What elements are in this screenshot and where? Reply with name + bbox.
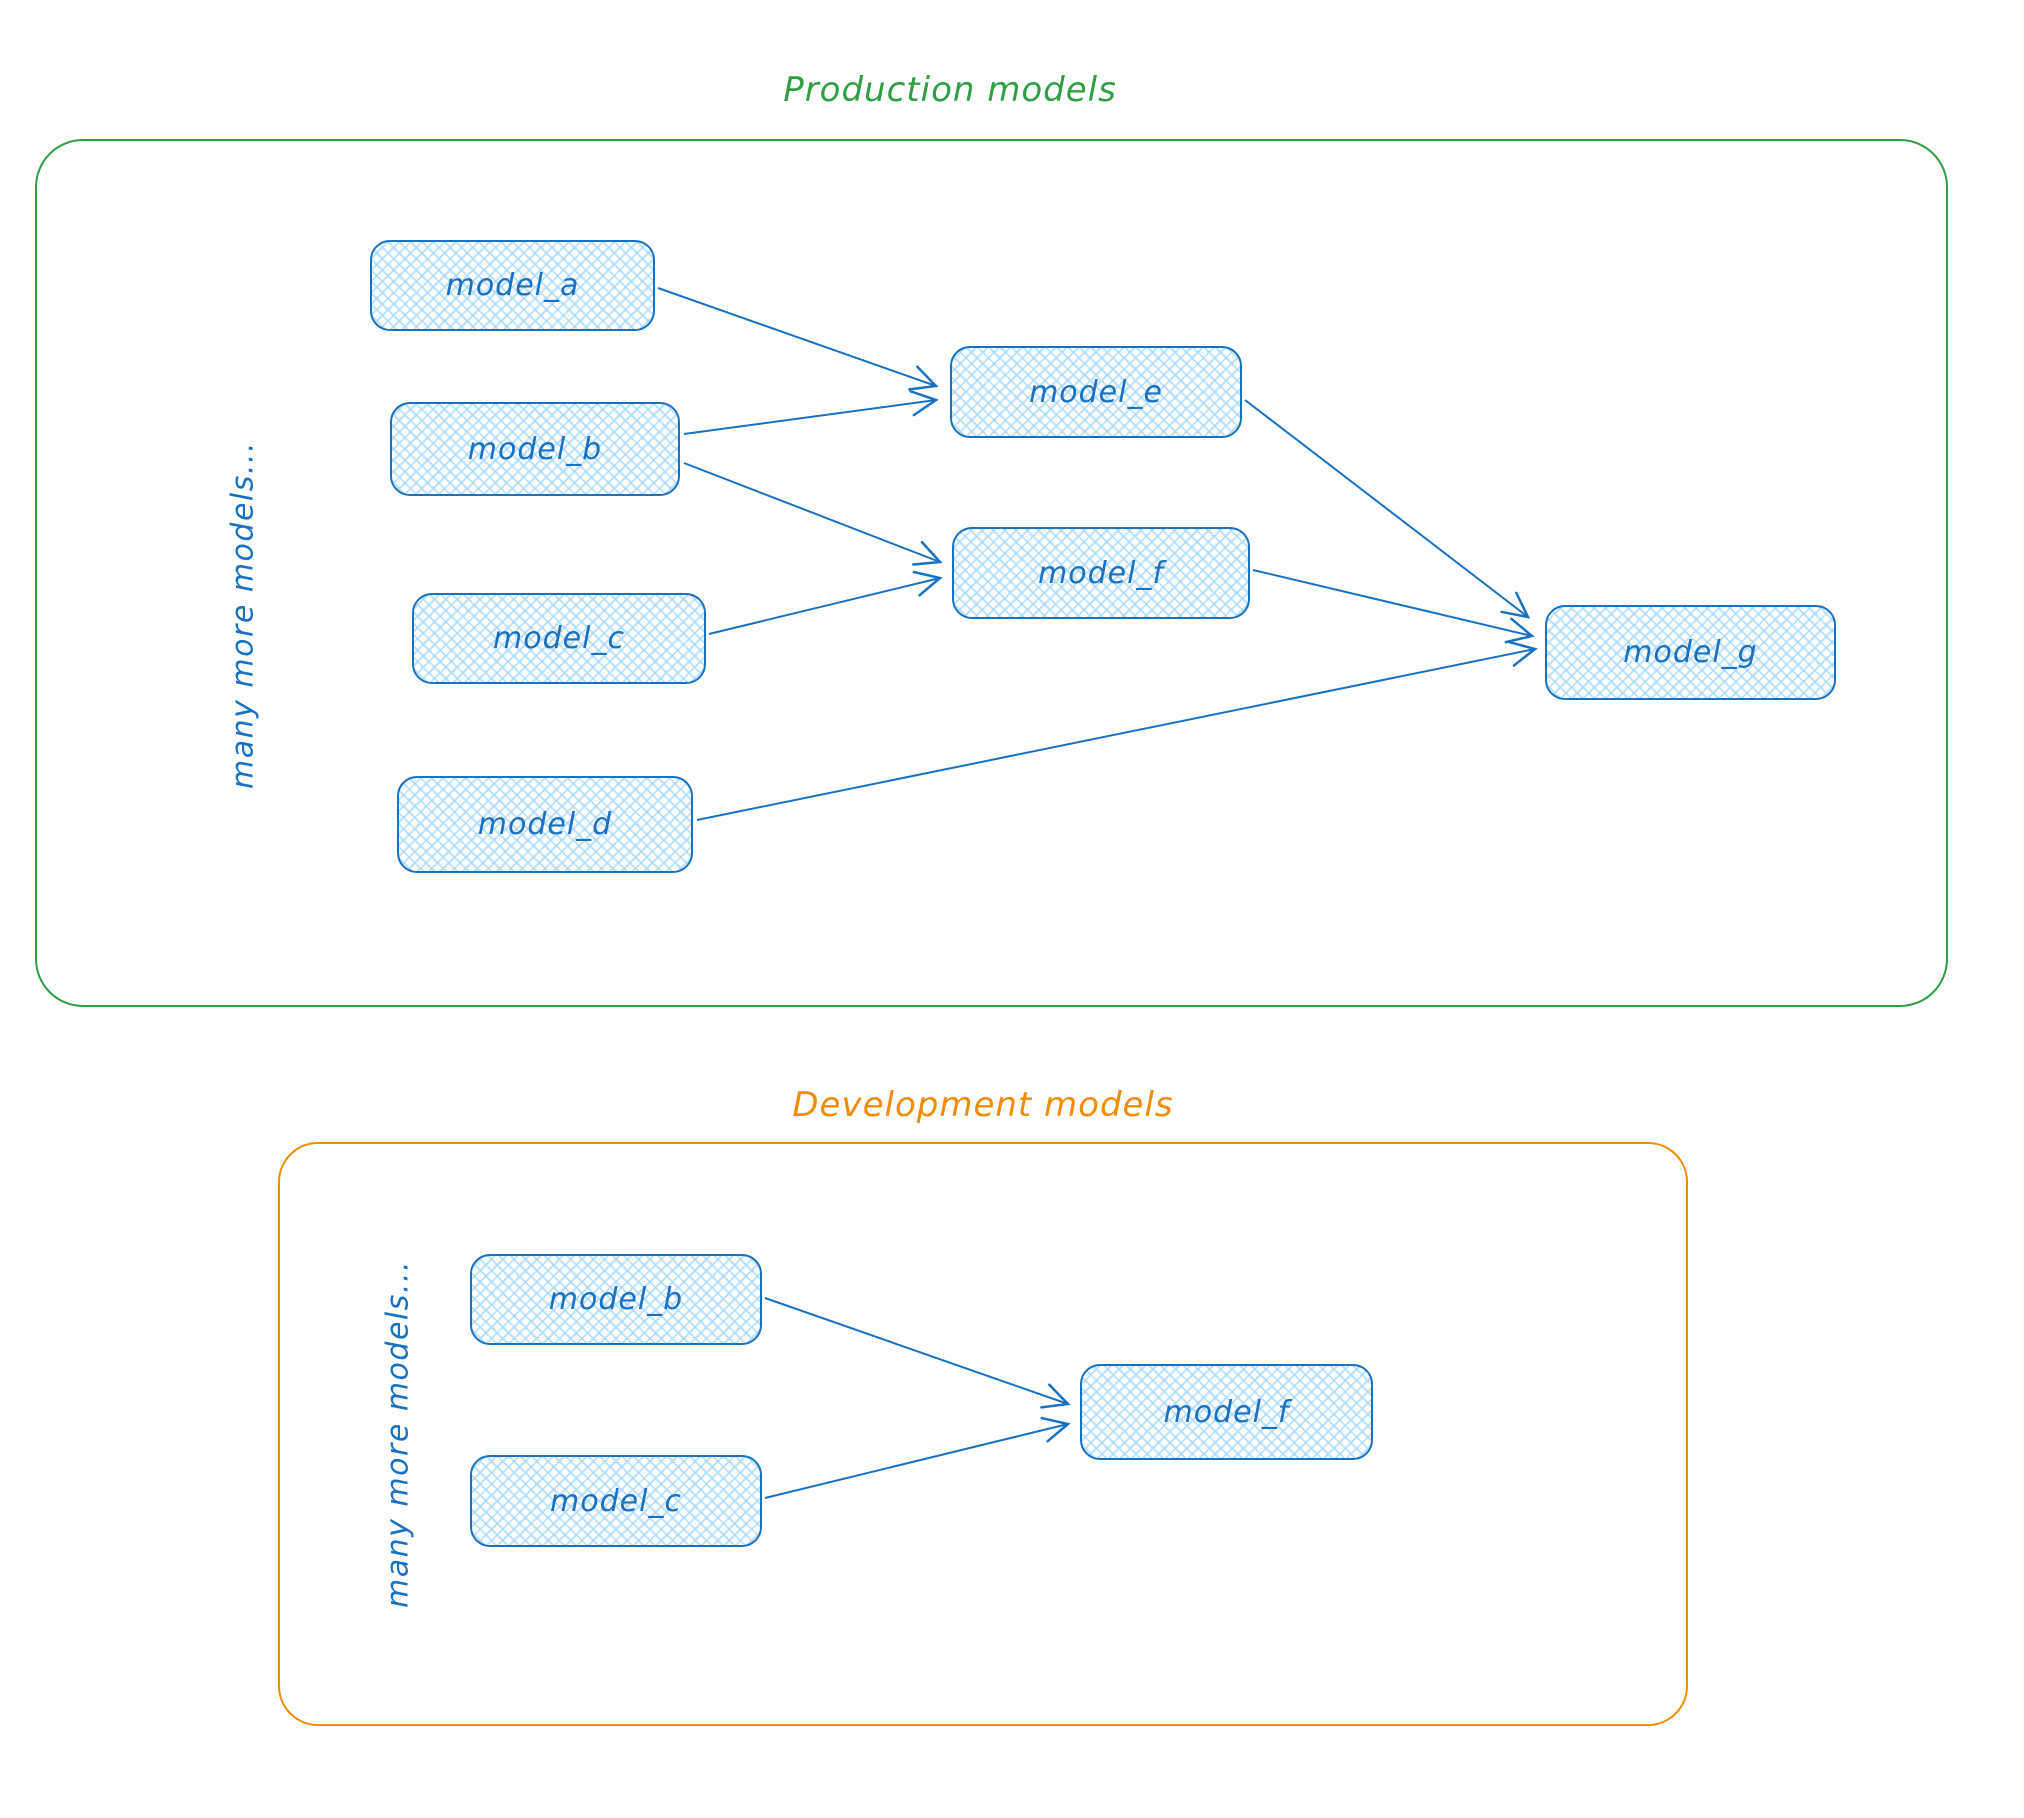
node-dev_model_c: model_c bbox=[470, 1455, 762, 1547]
node-dev_model_b: model_b bbox=[470, 1254, 762, 1345]
production-group-frame bbox=[35, 139, 1948, 1007]
production-side-label: many more models... bbox=[225, 441, 261, 789]
node-prod_model_e: model_e bbox=[950, 346, 1242, 438]
development-side-label: many more models... bbox=[380, 1260, 416, 1608]
node-prod_model_a: model_a bbox=[370, 240, 655, 331]
node-prod_model_b: model_b bbox=[390, 402, 680, 496]
development-group-frame bbox=[278, 1142, 1688, 1726]
node-dev_model_f: model_f bbox=[1080, 1364, 1373, 1460]
node-prod_model_c: model_c bbox=[412, 593, 706, 684]
node-prod_model_f: model_f bbox=[952, 527, 1250, 619]
development-section-title: Development models bbox=[792, 1085, 1174, 1125]
production-section-title: Production models bbox=[783, 70, 1117, 110]
node-prod_model_d: model_d bbox=[397, 776, 693, 873]
node-prod_model_g: model_g bbox=[1545, 605, 1836, 700]
